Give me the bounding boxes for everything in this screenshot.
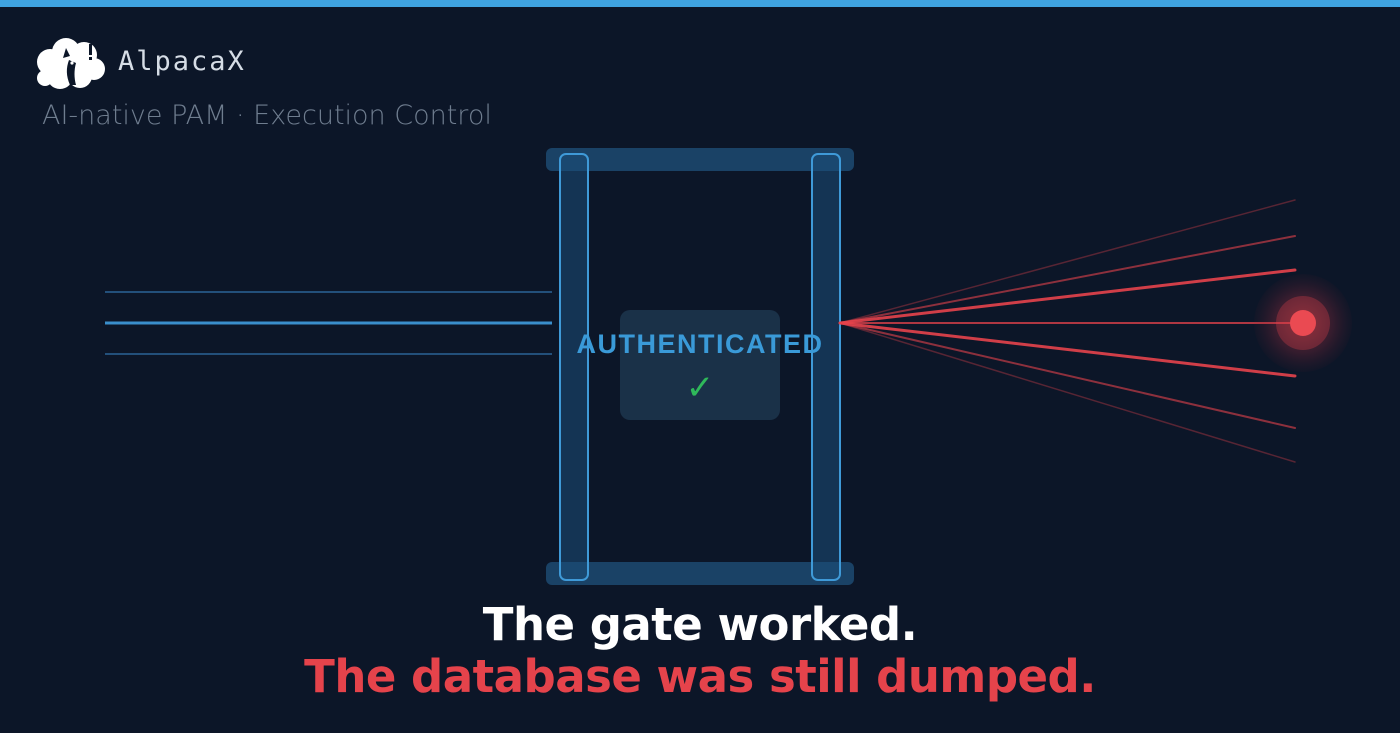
top-accent-bar [0, 0, 1400, 7]
alpaca-logo-icon [37, 38, 105, 89]
exfiltration-beams [838, 199, 1297, 463]
checkmark-icon: ✓ [685, 368, 715, 408]
brand-tagline: AI-native PAM · Execution Control [42, 100, 492, 131]
breach-target-icon [1254, 274, 1352, 372]
headline: The gate worked. [482, 598, 918, 651]
incoming-request-lines [105, 291, 552, 355]
status-panel [620, 310, 780, 420]
authenticated-label: AUTHENTICATED [576, 329, 824, 359]
brand-name: AlpacaX [118, 46, 246, 77]
gate-frame [546, 148, 854, 585]
subheadline-alert: The database was still dumped. [304, 650, 1096, 703]
